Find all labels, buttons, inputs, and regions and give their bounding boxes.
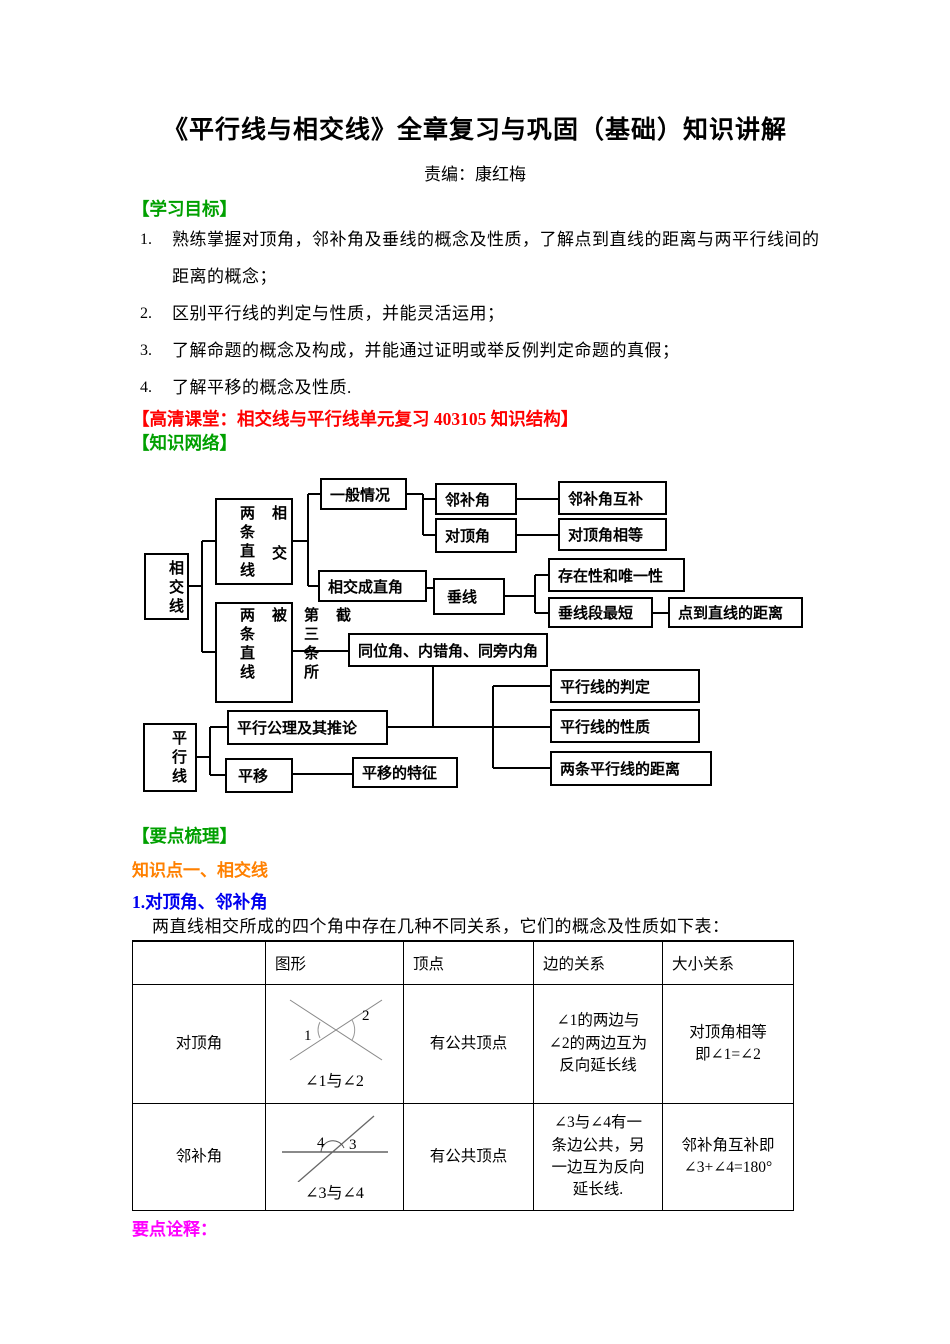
sides-cell: ∠3与∠4有一 条边公共，另 一边互为反向 延长线. bbox=[533, 1103, 663, 1211]
list-item-text: 了解命题的概念及构成，并能通过证明或举反例判定命题的真假； bbox=[172, 341, 680, 360]
document-body: 【学习目标】 1. 熟练掌握对顶角，邻补角及垂线的概念及性质，了解点到直线的距离… bbox=[132, 198, 832, 1241]
flow-box-parallel-judgment: 平行线的判定 bbox=[550, 669, 700, 703]
table-intro-text: 两直线相交所成的四个角中存在几种不同关系，它们的概念及性质如下表： bbox=[152, 917, 730, 936]
list-item-number: 4. bbox=[140, 379, 152, 396]
flow-box-adjacent-supplementary-angles: 邻补角 bbox=[435, 483, 517, 515]
row-name-cell: 对顶角 bbox=[132, 984, 266, 1104]
flow-box-distance-point-to-line: 点到直线的距离 bbox=[668, 597, 803, 628]
list-item: 3. 了解命题的概念及构成，并能通过证明或举反例判定命题的真假； bbox=[132, 332, 832, 369]
flow-box-parallel-properties: 平行线的性质 bbox=[550, 709, 700, 743]
section-subtopic1: 1.对顶角、邻补角 bbox=[132, 892, 268, 912]
table-header-row: 图形 顶点 边的关系 大小关系 bbox=[132, 940, 794, 985]
list-item: 4. 了解平移的概念及性质. bbox=[132, 369, 832, 406]
flow-box-vertical-angles: 对顶角 bbox=[435, 518, 517, 553]
header-cell-blank bbox=[132, 940, 266, 985]
flow-box-parallel-lines: 平行线 bbox=[143, 723, 197, 792]
angles-comparison-table: 图形 顶点 边的关系 大小关系 对顶角 1 2 bbox=[132, 940, 794, 1211]
flow-box-distance-between-parallels: 两条平行线的距离 bbox=[550, 751, 712, 786]
relation-cell: 对顶角相等 即∠1=∠2 bbox=[662, 984, 794, 1104]
flowchart-connector-lines bbox=[189, 493, 668, 776]
vertical-angles-figure: 1 2 ∠1与∠2 bbox=[272, 994, 397, 1093]
figure-caption: ∠1与∠2 bbox=[305, 1073, 364, 1091]
list-item-text: 了解平移的概念及性质. bbox=[172, 378, 352, 397]
header-cell-figure: 图形 bbox=[265, 940, 404, 985]
flow-box-intersecting-lines: 相交线 bbox=[144, 553, 189, 620]
knowledge-network-flowchart: 相交线 两条直线 相 交 两条直线被 第三条所截 一般情况 邻补角 邻补角互补 … bbox=[132, 467, 832, 813]
flow-box-perpendicular-line: 垂线 bbox=[433, 578, 505, 615]
flow-box-translation: 平移 bbox=[225, 758, 293, 793]
flow-box-existence-uniqueness: 存在性和唯一性 bbox=[548, 558, 685, 592]
page-title: 《平行线与相交线》全章复习与巩固（基础）知识讲解 bbox=[162, 117, 787, 144]
list-item-number: 1. bbox=[140, 231, 152, 248]
flow-box-intersect-at-right-angle: 相交成直角 bbox=[318, 570, 427, 602]
adjacent-angles-figure-icon: 4 3 bbox=[281, 1115, 388, 1183]
list-item-number: 3. bbox=[140, 342, 152, 359]
header-cell-sides: 边的关系 bbox=[533, 940, 663, 985]
header-cell-relation: 大小关系 bbox=[662, 940, 794, 985]
flow-box-two-lines-intersect: 两条直线 相 交 bbox=[215, 498, 293, 585]
flow-box-perpendicular-segment-shortest: 垂线段最短 bbox=[548, 597, 653, 628]
flow-box-three-angle-types: 同位角、内错角、同旁内角 bbox=[348, 633, 548, 667]
section-hd-classroom: 【高清课堂：相交线与平行线单元复习 403105 知识结构】 bbox=[132, 409, 579, 429]
figure-cell: 4 3 ∠3与∠4 bbox=[265, 1103, 404, 1211]
section-key-notes: 要点诠释： bbox=[132, 1220, 217, 1239]
list-item-text: 区别平行线的判定与性质，并能灵活运用； bbox=[172, 304, 505, 323]
editor-line: 责编：康红梅 bbox=[424, 165, 526, 184]
vertex-cell: 有公共顶点 bbox=[403, 1103, 534, 1211]
learning-goals-list: 1. 熟练掌握对顶角，邻补角及垂线的概念及性质，了解点到直线的距离与两平行线间的… bbox=[132, 221, 832, 406]
row-name-cell: 邻补角 bbox=[132, 1103, 266, 1211]
angle-label-3: 3 bbox=[349, 1137, 357, 1153]
vertical-angles-figure-icon: 1 2 bbox=[289, 999, 382, 1061]
flow-box-vertical-angles-equal: 对顶角相等 bbox=[558, 518, 667, 551]
angle-label-4: 4 bbox=[317, 1135, 325, 1151]
figure-caption: ∠3与∠4 bbox=[305, 1185, 364, 1203]
adjacent-angles-figure: 4 3 ∠3与∠4 bbox=[272, 1108, 397, 1205]
list-item-number: 2. bbox=[140, 305, 152, 322]
section-key-points: 【要点梳理】 bbox=[132, 826, 237, 846]
sides-cell: ∠1的两边与 ∠2的两边互为 反向延长线 bbox=[533, 984, 663, 1104]
section-topic1: 知识点一、相交线 bbox=[132, 861, 268, 880]
connector-path bbox=[189, 493, 668, 776]
table-row: 邻补角 4 3 ∠3与∠4 有公共顶点 ∠3与∠4有一 条边公共， bbox=[132, 1103, 794, 1211]
angle-label-1: 1 bbox=[304, 1028, 312, 1044]
section-knowledge-network: 【知识网络】 bbox=[132, 433, 237, 453]
flow-box-parallel-axiom: 平行公理及其推论 bbox=[227, 710, 388, 745]
list-item-text: 熟练掌握对顶角，邻补角及垂线的概念及性质，了解点到直线的距离与两平行线间的 距离… bbox=[172, 230, 820, 286]
flow-box-translation-features: 平移的特征 bbox=[352, 757, 458, 788]
header-cell-vertex: 顶点 bbox=[403, 940, 534, 985]
figure-cell: 1 2 ∠1与∠2 bbox=[265, 984, 404, 1104]
relation-cell: 邻补角互补即 ∠3+∠4=180° bbox=[662, 1103, 794, 1211]
list-item: 2. 区别平行线的判定与性质，并能灵活运用； bbox=[132, 295, 832, 332]
section-learning-goals: 【学习目标】 bbox=[132, 199, 237, 219]
flow-box-two-lines-cut-by-third: 两条直线被 第三条所截 bbox=[215, 602, 351, 703]
flow-box-general-case: 一般情况 bbox=[320, 478, 407, 510]
angle-label-2: 2 bbox=[362, 1008, 370, 1024]
flow-box-adjacent-angles-supplementary: 邻补角互补 bbox=[558, 481, 667, 515]
vertex-cell: 有公共顶点 bbox=[403, 984, 534, 1104]
list-item: 1. 熟练掌握对顶角，邻补角及垂线的概念及性质，了解点到直线的距离与两平行线间的… bbox=[132, 221, 832, 295]
table-row: 对顶角 1 2 ∠1与∠2 有公共顶点 bbox=[132, 984, 794, 1104]
